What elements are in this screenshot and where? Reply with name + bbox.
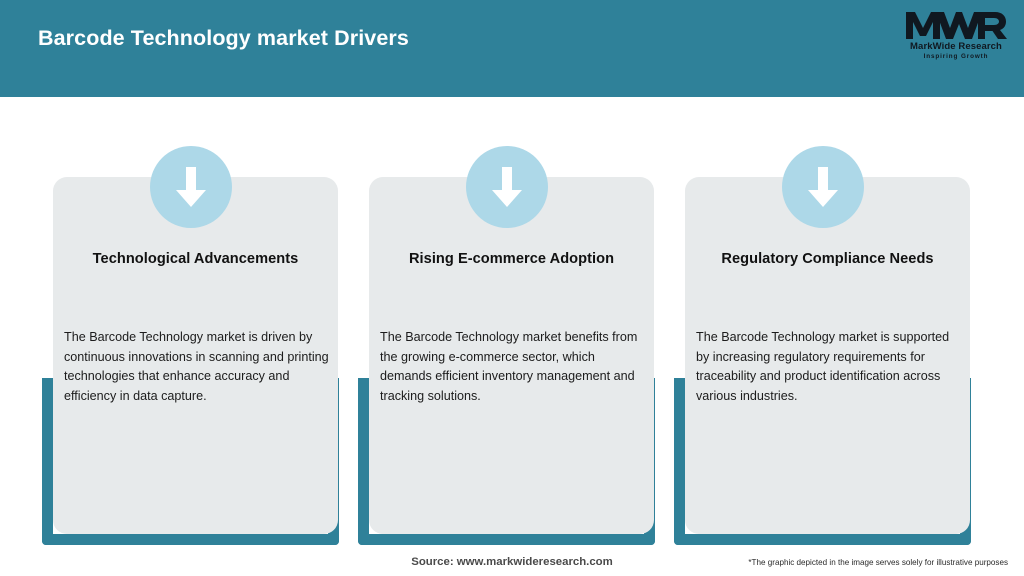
- logo-tagline: Inspiring Growth: [923, 52, 989, 60]
- logo-company-name: MarkWide Research: [910, 41, 1002, 52]
- card-heading: Regulatory Compliance Needs: [721, 251, 934, 267]
- card-heading: Rising E-commerce Adoption: [408, 251, 615, 267]
- header-bar: [0, 0, 1024, 97]
- card-panel: [53, 177, 338, 534]
- card-body-text: The Barcode Technology market is support…: [696, 330, 950, 403]
- card-panel: [369, 177, 654, 534]
- down-arrow-icon: [466, 146, 548, 228]
- footer-disclaimer: *The graphic depicted in the image serve…: [748, 558, 1008, 567]
- down-arrow-icon: [150, 146, 232, 228]
- footer-source: Source: www.markwideresearch.com: [411, 556, 613, 568]
- driver-cards-row: Technological Advancements The Barcode T…: [0, 140, 1024, 550]
- logo-mark-mwr: [904, 9, 1008, 41]
- card-body-text: The Barcode Technology market benefits f…: [380, 330, 638, 403]
- driver-card-3[interactable]: Regulatory Compliance Needs The Barcode …: [674, 140, 992, 550]
- driver-card-1[interactable]: Technological Advancements The Barcode T…: [42, 140, 360, 550]
- card-panel: [685, 177, 970, 534]
- brand-logo: MarkWide Research Inspiring Growth: [904, 9, 1008, 61]
- driver-card-2[interactable]: Rising E-commerce Adoption The Barcode T…: [358, 140, 676, 550]
- page-title: Barcode Technology market Drivers: [38, 26, 409, 50]
- card-heading: Technological Advancements: [92, 251, 299, 267]
- card-body-text: The Barcode Technology market is driven …: [64, 330, 329, 403]
- down-arrow-icon: [782, 146, 864, 228]
